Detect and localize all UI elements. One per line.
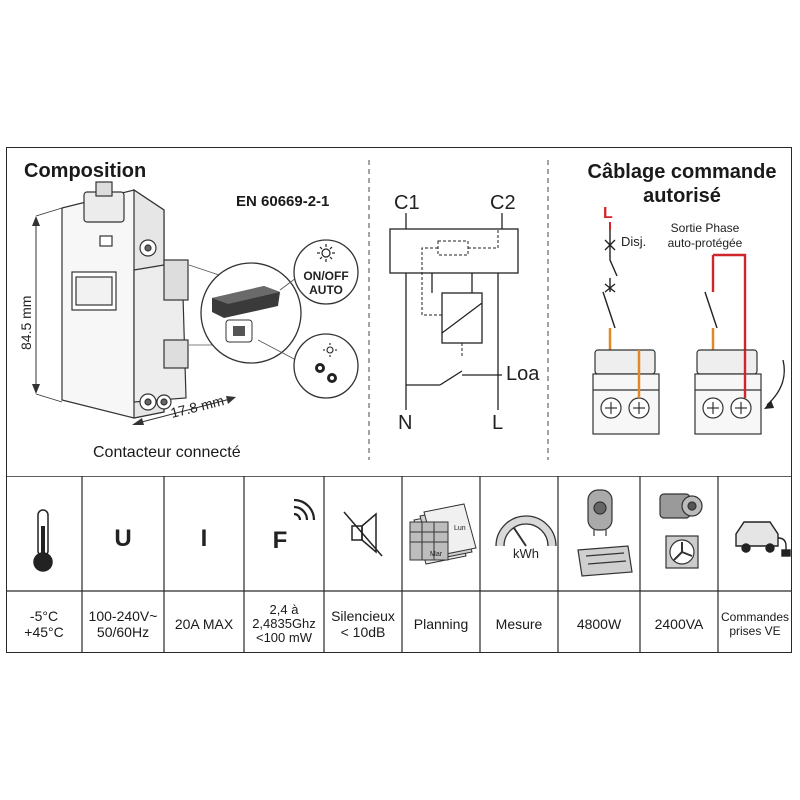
- l-label: L: [492, 412, 503, 434]
- divider-left: [368, 160, 370, 460]
- auto-label: AUTO: [309, 283, 343, 297]
- frequency-symbol: F: [273, 527, 288, 554]
- wiring-title-line1: Câblage commande: [587, 161, 777, 183]
- sortie-line2: auto-protégée: [668, 236, 743, 250]
- motor-fan-icon: [659, 493, 703, 569]
- calendar-day-mar: Mar: [430, 551, 443, 558]
- divider-right: [547, 160, 549, 460]
- on-off-label: ON/OFF: [303, 269, 348, 283]
- gauge-unit: kWh: [513, 546, 539, 561]
- standard-label: EN 60669-2-1: [236, 193, 330, 210]
- ev-car-icon: [735, 521, 791, 557]
- load-label: Load: [506, 363, 540, 385]
- spec-label-noise: Silencieux< 10dB: [331, 608, 395, 640]
- gears-icon: [315, 363, 337, 383]
- sun-icon: [317, 244, 335, 262]
- calendar-icon: [409, 503, 477, 565]
- voltage-symbol: U: [114, 525, 131, 552]
- spec-label-temperature: -5°C+45°C: [24, 608, 64, 640]
- device-illustration: 84.5 mm 17.8 mm ON/OFF AU: [18, 181, 359, 425]
- device-caption: Contacteur connecté: [93, 444, 241, 461]
- height-dimension: 84.5 mm: [18, 296, 34, 350]
- disj-label: Disj.: [621, 234, 646, 249]
- calendar-day-lun: Lun: [454, 525, 466, 532]
- n-label: N: [398, 412, 412, 434]
- sortie-line1: Sortie Phase: [671, 221, 740, 235]
- c2-label: C2: [490, 192, 516, 214]
- contactor-left: [592, 349, 660, 435]
- current-symbol: I: [201, 525, 208, 552]
- spec-label-planning: Planning: [413, 616, 469, 632]
- spec-label-voltage: 100-240V~50/60Hz: [88, 608, 158, 640]
- wiring-illustration: L Disj. Sortie Phase auto-protégée: [592, 205, 785, 435]
- muted-speaker-icon: [343, 511, 383, 557]
- contactor-device: [61, 181, 189, 419]
- spec-label-measure: Mesure: [495, 616, 543, 632]
- wiring-schematic: C1 C2 Load N L: [389, 192, 540, 434]
- spec-grid: U I F Mar Lun kWh: [6, 476, 792, 653]
- spec-label-current: 20A MAX: [174, 616, 234, 632]
- contactor-right: [694, 349, 762, 435]
- thermometer-icon: [33, 509, 53, 572]
- product-sheet-frame: [6, 147, 792, 653]
- c1-label: C1: [394, 192, 420, 214]
- water-heater-radiator-icon: [577, 489, 633, 577]
- wiring-title: Câblage commande autorisé: [572, 160, 792, 208]
- wireless-icon: [293, 498, 316, 521]
- sun-small-icon: [323, 343, 337, 357]
- spec-label-apparent-power: 2400VA: [654, 616, 704, 632]
- composition-title: Composition: [24, 160, 147, 182]
- wiring-title-line2: autorisé: [643, 185, 721, 207]
- gauge-icon: [495, 515, 557, 547]
- phase-l-label: L: [603, 205, 613, 222]
- spec-label-power: 4800W: [576, 616, 622, 632]
